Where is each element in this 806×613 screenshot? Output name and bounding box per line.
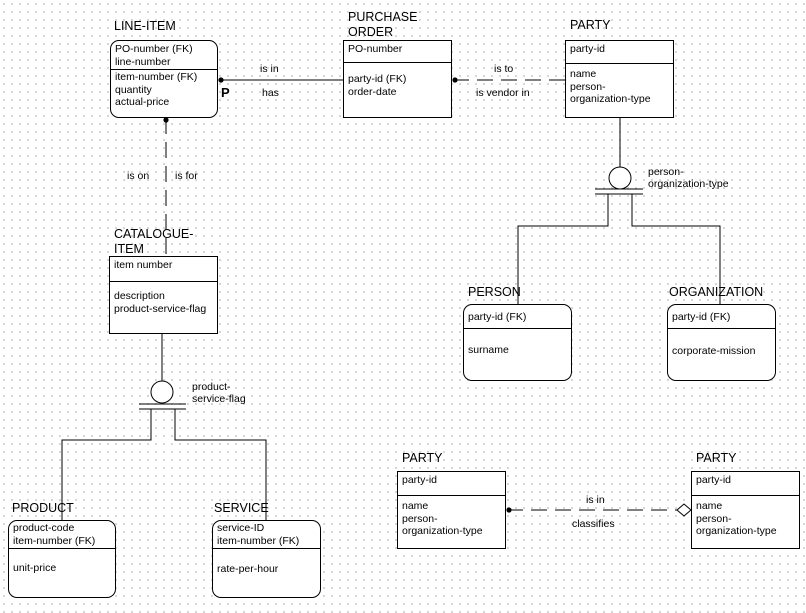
attribute: rate-per-hour: [217, 563, 279, 575]
attribute: order-date: [348, 85, 397, 98]
entity-title-party-left: PARTY: [402, 451, 443, 465]
key-area: party-id: [566, 41, 673, 64]
attribute: name: [402, 500, 429, 512]
rel-dot-po: [452, 77, 458, 83]
rel-dot-lineitem: [218, 77, 224, 83]
attribute: organization-type: [402, 525, 483, 537]
rel-label-party-is-in: is in: [586, 494, 605, 506]
key-area: party-id (FK): [464, 305, 571, 329]
rel-label-is-to: is to: [494, 63, 514, 75]
key-attribute: party-id: [696, 474, 732, 486]
key-area: party-id: [398, 472, 505, 496]
rel-label-is-vendor-in: is vendor in: [476, 87, 530, 99]
rel-dot-party-left: [506, 507, 512, 513]
attribute: item-number (FK): [115, 71, 198, 83]
key-attribute: party-id: [570, 43, 606, 55]
rel-label-is-on: is on: [127, 170, 150, 182]
rel-diamond-party-right: [676, 503, 692, 517]
key-area: PO-number: [344, 41, 451, 63]
attribute: corporate-mission: [672, 345, 756, 357]
entity-organization[interactable]: party-id (FK) corporate-mission: [667, 304, 776, 381]
attribute-area: name person- organization-type: [398, 496, 505, 538]
key-area: product-code item-number (FK): [9, 521, 115, 549]
key-area: PO-number (FK) line-number: [111, 41, 217, 70]
discriminator-label-party: person- organization-type: [648, 166, 729, 190]
key-area: party-id (FK): [668, 305, 775, 329]
key-attribute: product-code: [13, 522, 75, 534]
attribute: quantity: [115, 83, 152, 96]
entity-title-product: PRODUCT: [12, 501, 74, 515]
subtype-line-organization: [631, 194, 721, 305]
attribute: name: [696, 500, 723, 512]
attribute: unit-price: [13, 562, 57, 574]
entity-catalogue-item[interactable]: item number description product-service-…: [109, 256, 218, 334]
attribute-area: party-id (FK) order-date: [344, 63, 451, 98]
key-area: service-ID item-number (FK): [213, 521, 320, 549]
attribute-area: unit-price: [9, 549, 115, 575]
key-area: item number: [110, 257, 217, 282]
attribute: description: [114, 290, 165, 302]
entity-party[interactable]: party-id name person- organization-type: [565, 40, 674, 118]
subtype-circle-party: [608, 166, 632, 190]
entity-title-person: PERSON: [468, 285, 521, 299]
entity-line-item[interactable]: PO-number (FK) line-number item-number (…: [110, 40, 218, 118]
key-attribute: PO-number (FK): [115, 43, 193, 55]
key-attribute: item number: [114, 259, 173, 271]
attribute: organization-type: [696, 525, 777, 537]
rel-label-is-for: is for: [175, 170, 198, 182]
discriminator-label-catalogue: product- service-flag: [192, 381, 246, 405]
attribute: party-id (FK): [348, 73, 407, 85]
attribute-area: rate-per-hour: [213, 549, 320, 576]
subtype-line-service: [174, 409, 267, 520]
subtype-line-product: [61, 409, 152, 520]
key-attribute: line-number: [115, 55, 171, 68]
key-attribute: party-id (FK): [672, 311, 731, 323]
subtype-line-person: [517, 194, 609, 305]
attribute: organization-type: [570, 93, 651, 105]
entity-service[interactable]: service-ID item-number (FK) rate-per-hou…: [212, 520, 321, 598]
attribute: actual-price: [115, 96, 170, 108]
attribute-area: name person- organization-type: [566, 64, 673, 106]
entity-purchase-order[interactable]: PO-number party-id (FK) order-date: [343, 40, 452, 118]
rel-label-is-in: is in: [260, 63, 279, 75]
attribute-area: corporate-mission: [668, 329, 775, 358]
entity-title-party: PARTY: [570, 18, 611, 32]
cardinality-p: P: [221, 85, 230, 100]
attribute-area: item-number (FK) quantity actual-price: [111, 70, 217, 109]
attribute-area: description product-service-flag: [110, 282, 217, 315]
entity-title-purchase-order: PURCHASE ORDER: [348, 10, 418, 39]
entity-title-party-right: PARTY: [696, 451, 737, 465]
attribute: person-: [570, 80, 606, 93]
entity-person[interactable]: party-id (FK) surname: [463, 304, 572, 381]
entity-party-right[interactable]: party-id name person- organization-type: [691, 471, 800, 549]
entity-title-organization: ORGANIZATION: [669, 285, 764, 299]
entity-title-catalogue-item: CATALOGUE- ITEM: [114, 227, 194, 256]
key-attribute: party-id: [402, 474, 438, 486]
key-attribute: service-ID: [217, 522, 265, 534]
attribute: product-service-flag: [114, 302, 207, 315]
attribute: name: [570, 68, 597, 80]
rel-label-classifies: classifies: [572, 518, 615, 530]
key-attribute: item-number (FK): [13, 534, 96, 547]
key-attribute: party-id (FK): [468, 311, 527, 323]
attribute: surname: [468, 344, 509, 356]
key-attribute: PO-number: [348, 43, 403, 55]
attribute: person-: [696, 512, 732, 525]
rel-dot-catalogue: [163, 117, 169, 123]
entity-title-line-item: LINE-ITEM: [114, 19, 176, 33]
attribute-area: name person- organization-type: [692, 496, 799, 538]
subtype-circle-catalogue: [150, 380, 174, 404]
attribute-area: surname: [464, 329, 571, 357]
key-area: party-id: [692, 472, 799, 496]
entity-party-left[interactable]: party-id name person- organization-type: [397, 471, 506, 549]
key-attribute: item-number (FK): [217, 534, 300, 547]
rel-label-has: has: [262, 87, 279, 99]
attribute: person-: [402, 512, 438, 525]
entity-title-service: SERVICE: [214, 501, 269, 515]
entity-product[interactable]: product-code item-number (FK) unit-price: [8, 520, 116, 598]
